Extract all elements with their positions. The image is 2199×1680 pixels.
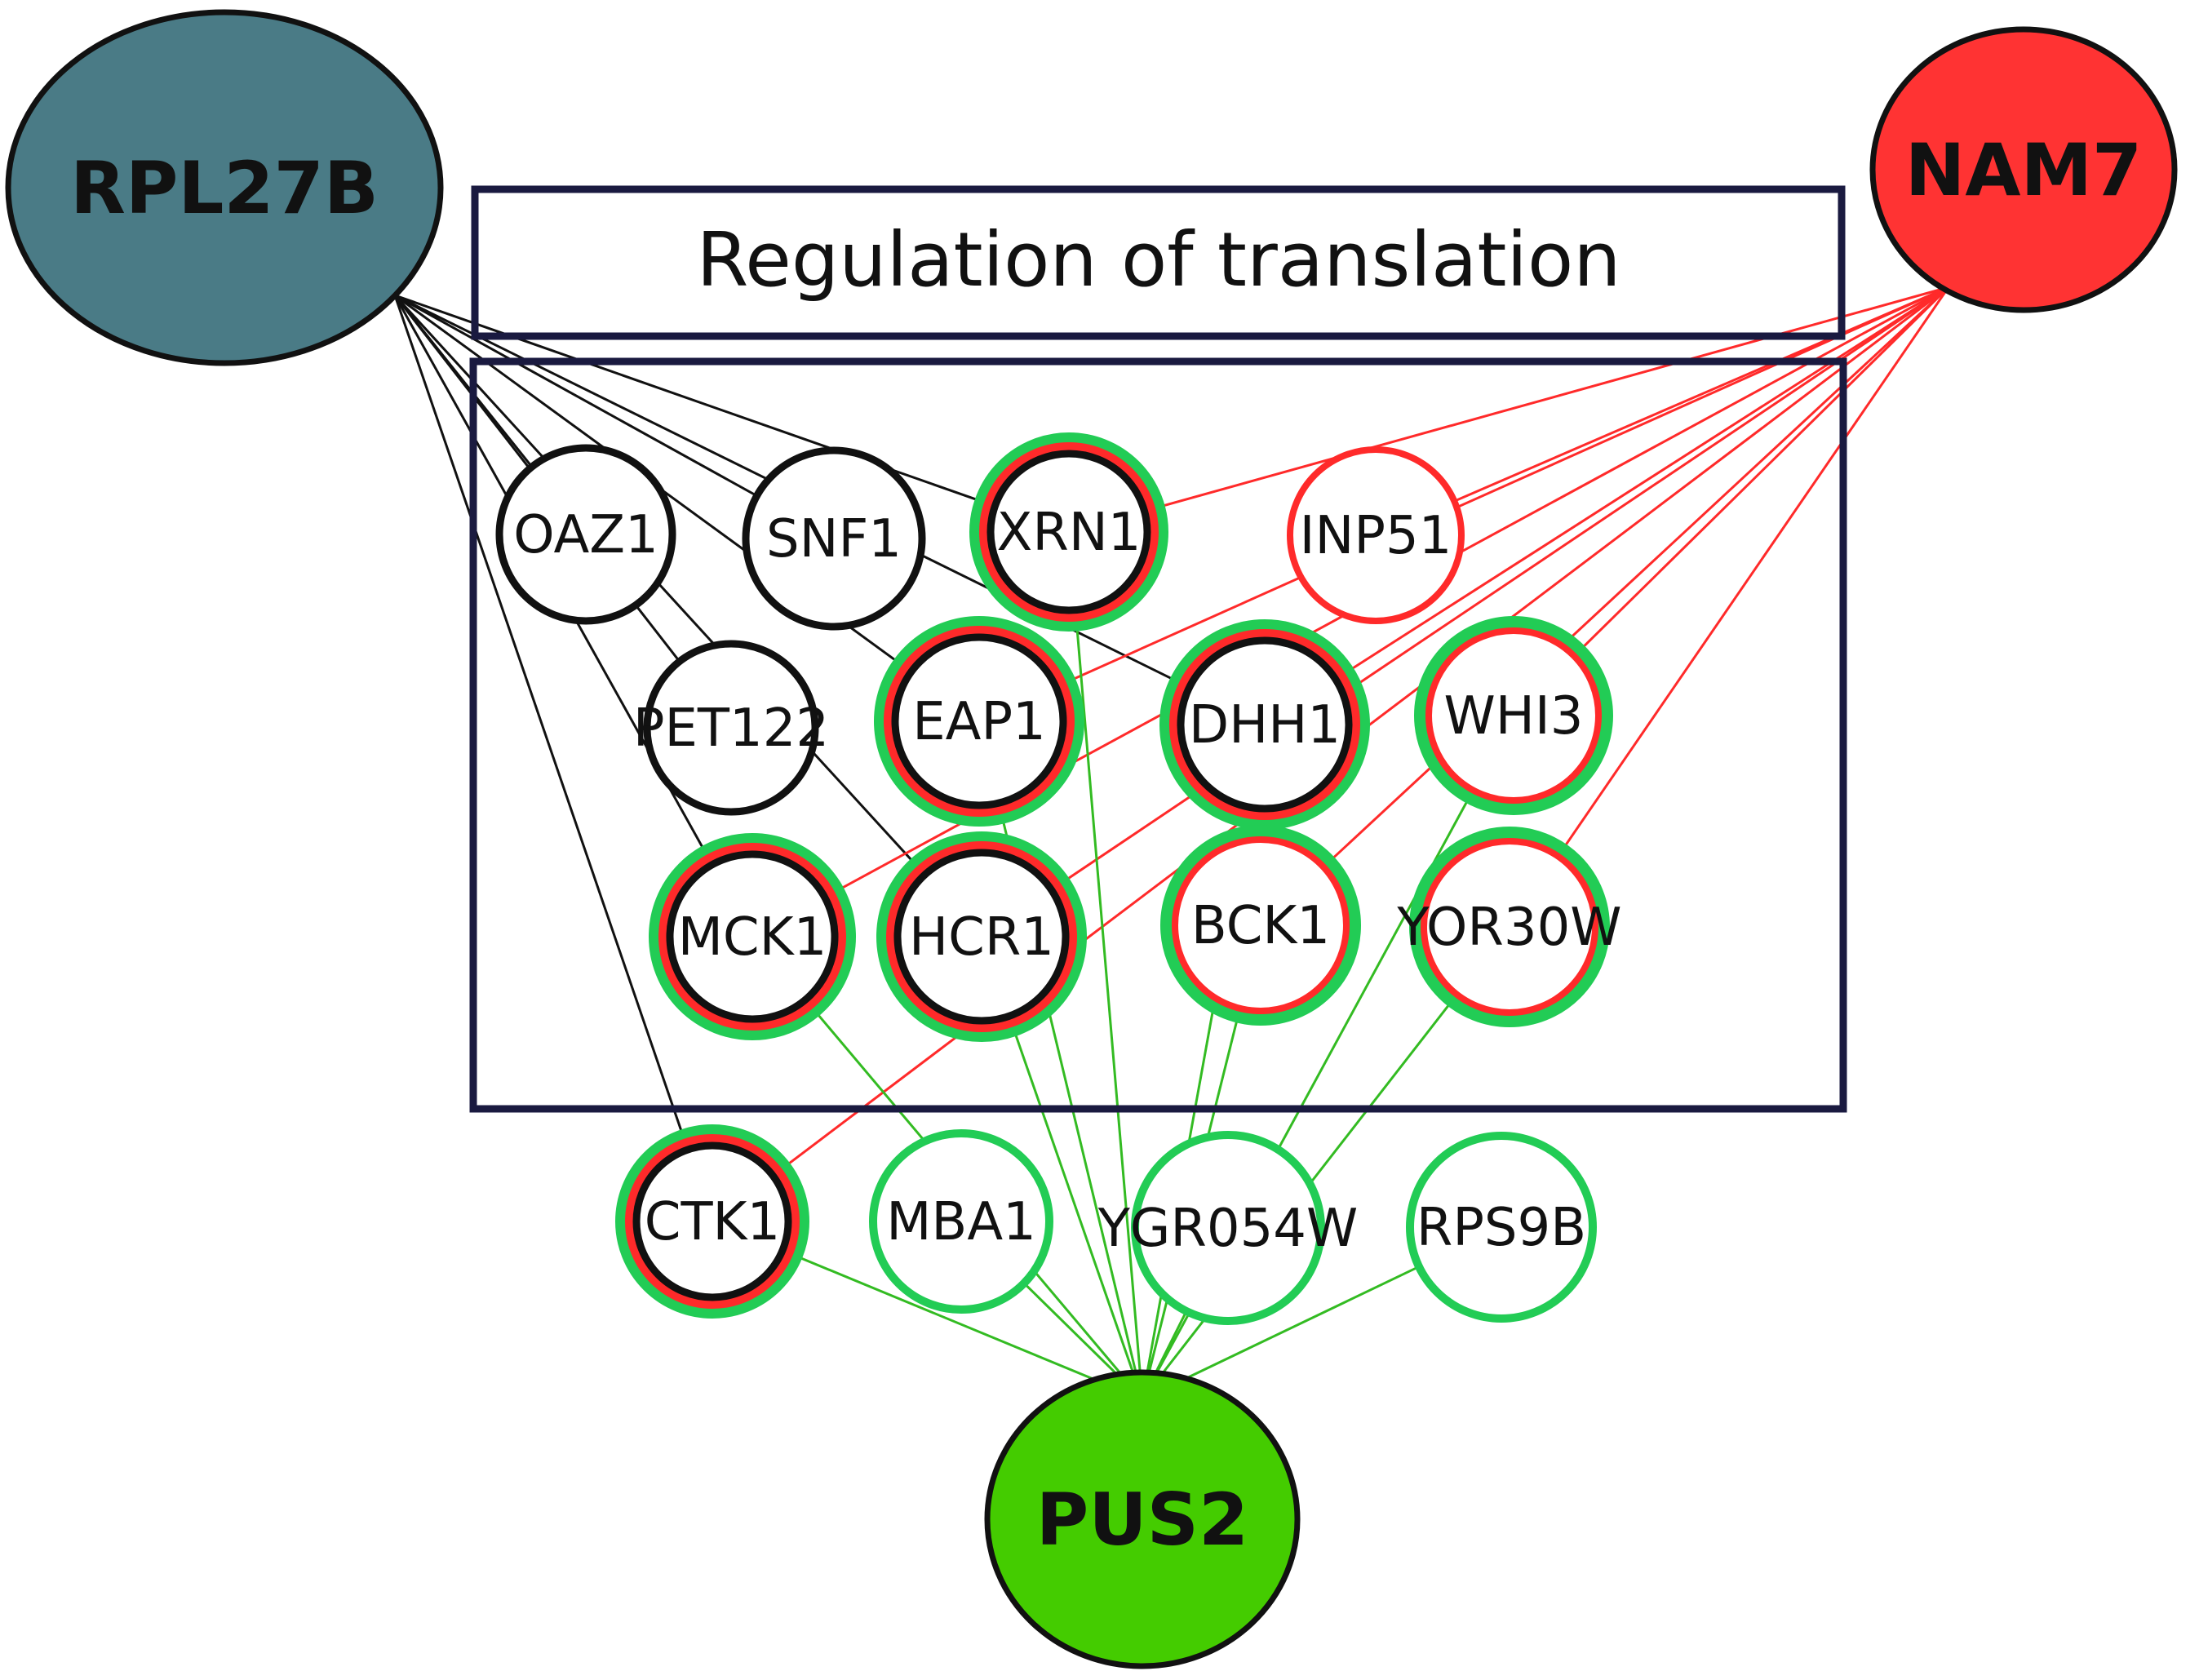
edge-pus2-eap1	[978, 720, 1144, 1400]
gene-label: RPS9B	[1416, 1198, 1586, 1258]
ring-black	[1177, 636, 1353, 813]
ring-black	[666, 850, 839, 1023]
gene-node-hcr1[interactable]: HCR1	[876, 831, 1087, 1042]
gene-node-rps9b[interactable]: RPS9B	[1406, 1132, 1597, 1323]
ring-red	[658, 843, 846, 1031]
hub-node-nam7[interactable]: NAM7	[1869, 26, 2178, 313]
hub-ellipse	[5, 9, 444, 366]
edge-pus2-xrn1	[1067, 531, 1144, 1400]
ring-black	[891, 633, 1067, 809]
ring-red	[1421, 838, 1598, 1016]
hub-label: NAM7	[1905, 128, 2143, 212]
ring-red	[884, 626, 1075, 817]
hub-label: RPL27B	[70, 146, 379, 230]
ring-red	[1172, 836, 1350, 1014]
ring-black	[986, 450, 1151, 614]
gene-label: BCK1	[1191, 896, 1330, 956]
ring-black	[495, 444, 676, 625]
edge-nam7-inp51	[1375, 286, 1949, 537]
gene-label: MBA1	[886, 1192, 1036, 1252]
gene-group-box	[469, 357, 1847, 1113]
gene-node-ygr054w[interactable]: YGR054W	[1097, 1131, 1359, 1325]
gene-node-bck1[interactable]: BCK1	[1160, 825, 1361, 1026]
ring-black	[632, 1141, 792, 1301]
gene-node-oaz1[interactable]: OAZ1	[495, 444, 676, 625]
gene-label: CTK1	[645, 1192, 780, 1252]
title-box	[471, 185, 1846, 340]
ring-black	[643, 640, 819, 816]
ring-green	[1406, 1132, 1597, 1323]
gene-node-ctk1[interactable]: CTK1	[615, 1124, 809, 1319]
ring-black	[742, 446, 926, 631]
gene-label: YOR30W	[1396, 898, 1621, 958]
edge-nam7-bck1	[1259, 286, 1950, 927]
hub-ellipse	[984, 1369, 1301, 1669]
gene-label: PET122	[633, 698, 829, 759]
gene-label: YGR054W	[1097, 1199, 1359, 1259]
edge-nam7-yor30w	[1508, 286, 1950, 928]
ring-red	[1169, 629, 1360, 820]
gene-label: INP51	[1300, 506, 1452, 566]
edge-rpl27b-eap1	[394, 294, 980, 723]
hub-node-pus2[interactable]: PUS2	[984, 1369, 1301, 1669]
ring-green	[1131, 1131, 1325, 1325]
gene-node-xrn1[interactable]: XRN1	[969, 432, 1168, 632]
edge-nam7-whi3	[1512, 286, 1950, 717]
edge-rpl27b-hcr1	[393, 294, 983, 938]
ring-red	[625, 1134, 800, 1309]
gene-node-mck1[interactable]: MCK1	[649, 833, 856, 1040]
gene-label: XRN1	[997, 503, 1142, 563]
frame-layer: Regulation of translation	[469, 185, 1847, 1113]
ring-red	[1287, 446, 1465, 624]
gene-node-whi3[interactable]: WHI3	[1414, 616, 1613, 815]
gene-node-inp51[interactable]: INP51	[1287, 446, 1465, 624]
ring-red	[1425, 627, 1602, 804]
title-label: Regulation of translation	[696, 216, 1620, 304]
gene-label: WHI3	[1444, 686, 1584, 747]
hub-label: PUS2	[1036, 1478, 1249, 1562]
gene-node-snf1[interactable]: SNF1	[742, 446, 926, 631]
gene-label: HCR1	[909, 907, 1054, 968]
gene-node-mba1[interactable]: MBA1	[869, 1129, 1053, 1314]
hub-node-rpl27b[interactable]: RPL27B	[5, 9, 444, 366]
edge-rpl27b-xrn1	[394, 294, 1070, 534]
gene-label: SNF1	[766, 509, 902, 570]
gene-node-yor30w[interactable]: YOR30W	[1396, 827, 1622, 1027]
ring-green	[869, 1129, 1053, 1314]
ring-black	[893, 849, 1070, 1025]
gene-node-eap1[interactable]: EAP1	[874, 616, 1084, 827]
edge-rpl27b-ctk1	[393, 295, 714, 1222]
edge-nam7-xrn1	[1068, 286, 1949, 534]
hub-ellipse	[1869, 26, 2178, 313]
ring-red	[886, 841, 1077, 1032]
gene-label: EAP1	[912, 692, 1046, 752]
gene-node-dhh1[interactable]: DHH1	[1159, 619, 1370, 830]
gene-label: OAZ1	[513, 505, 658, 565]
edge-nam7-hcr1	[981, 286, 1949, 938]
ring-red	[979, 442, 1159, 622]
gene-label: MCK1	[678, 907, 827, 968]
gene-node-pet122[interactable]: PET122	[633, 640, 829, 816]
gene-label: DHH1	[1189, 695, 1341, 756]
